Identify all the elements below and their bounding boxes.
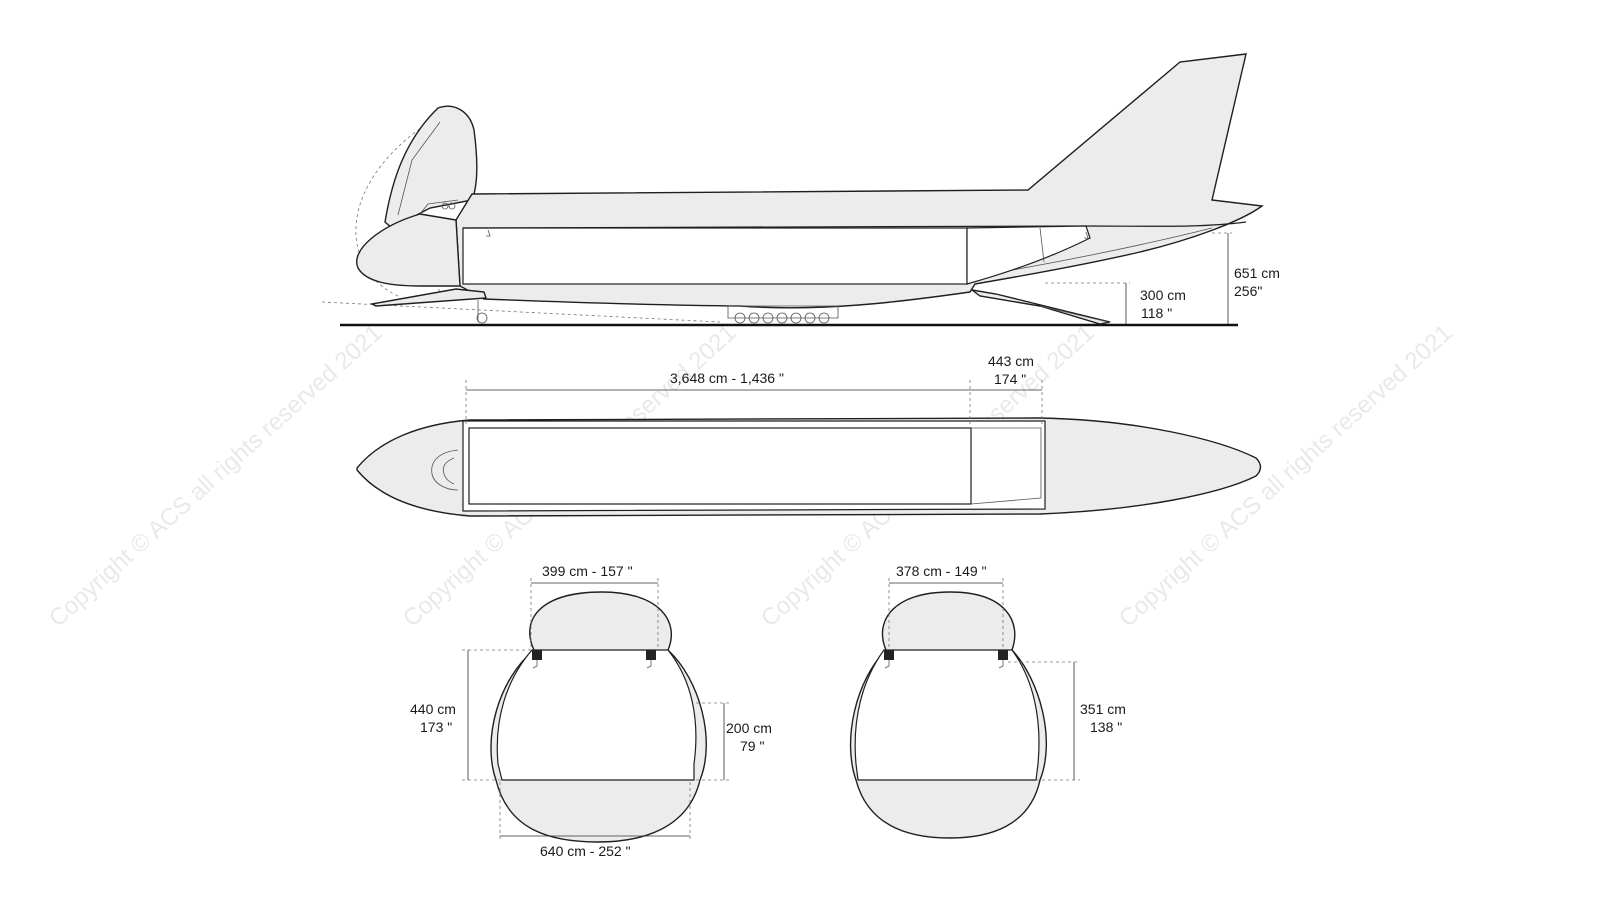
total-height-in-label: 256" xyxy=(1234,283,1262,299)
wheel-3 xyxy=(762,312,774,324)
aft-hold-top xyxy=(970,427,1042,505)
top-view xyxy=(356,380,1262,517)
cockpit-window-1 xyxy=(441,202,449,210)
rear-hook-right xyxy=(998,660,1004,669)
sill-height-in-label: 118 " xyxy=(1141,305,1172,321)
cockpit-window-2 xyxy=(448,202,456,210)
rear-top-width-label: 378 cm - 149 " xyxy=(896,563,987,579)
rear-ramp-edge xyxy=(1039,305,1109,323)
cockpit-seats-inner xyxy=(442,457,455,485)
nose-lower xyxy=(356,213,461,287)
hold-ceiling-line xyxy=(462,225,1087,229)
wheel-6 xyxy=(804,312,816,324)
aft-hold-frame xyxy=(1039,227,1045,263)
main-gear-fairing xyxy=(727,305,839,319)
sill-height-cm-label: 300 cm xyxy=(1140,287,1186,303)
cockpit-outline xyxy=(419,199,459,215)
front-hook-left xyxy=(532,660,538,669)
rear-rail-right xyxy=(998,650,1008,660)
wheel-4 xyxy=(776,312,788,324)
front-height-in-label: 173 " xyxy=(420,719,452,735)
front-height-cm-label: 440 cm xyxy=(410,701,456,717)
cockpit-seats-outer xyxy=(431,449,459,491)
side-dimensions xyxy=(1045,232,1232,324)
aft-length-cm-label: 443 cm xyxy=(988,353,1034,369)
rear-height-cm-label: 351 cm xyxy=(1080,701,1126,717)
wheel-5 xyxy=(790,312,802,324)
front-rail-left xyxy=(532,650,542,660)
rear-hook-left xyxy=(884,660,890,669)
main-length-label: 3,648 cm - 1,436 " xyxy=(670,370,784,386)
tail-cone-line xyxy=(1085,221,1247,227)
rear-cross-section xyxy=(849,578,1080,839)
total-height-cm-label: 651 cm xyxy=(1234,265,1280,281)
main-hold-top xyxy=(468,427,972,505)
aft-length-in-label: 174 " xyxy=(994,371,1026,387)
nose-wheel xyxy=(476,312,488,324)
visor-detail-line xyxy=(397,121,441,216)
front-ramp xyxy=(369,288,487,307)
wheel-7 xyxy=(818,312,830,324)
wheel-2 xyxy=(748,312,760,324)
hook-side-2 xyxy=(1084,231,1089,239)
watermark-1: Copyright © ACS all rights reserved 2021 xyxy=(44,319,387,632)
rear-height-in-label: 138 " xyxy=(1090,719,1122,735)
aft-hold-side xyxy=(966,225,1091,285)
front-cross-section xyxy=(462,578,732,843)
cargo-hold-side xyxy=(462,227,968,285)
front-rail-right xyxy=(646,650,656,660)
front-top-width-label: 399 cm - 157 " xyxy=(542,563,633,579)
wheel-1 xyxy=(734,312,746,324)
front-hook-right xyxy=(646,660,652,669)
side-view: 300 cm 118 " 651 cm 256" xyxy=(321,53,1280,327)
landing-gear xyxy=(476,300,839,324)
rear-section-hold xyxy=(854,649,1040,781)
front-bottom-width-label: 640 cm - 252 " xyxy=(540,843,631,859)
rear-ramp xyxy=(971,289,1111,325)
hook-side-1 xyxy=(486,229,491,237)
rear-rail-left xyxy=(884,650,894,660)
raised-nose-visor xyxy=(384,105,478,229)
front-side-height-cm-label: 200 cm xyxy=(726,720,772,736)
front-side-height-in-label: 79 " xyxy=(740,738,764,754)
front-section-hold xyxy=(496,649,697,781)
